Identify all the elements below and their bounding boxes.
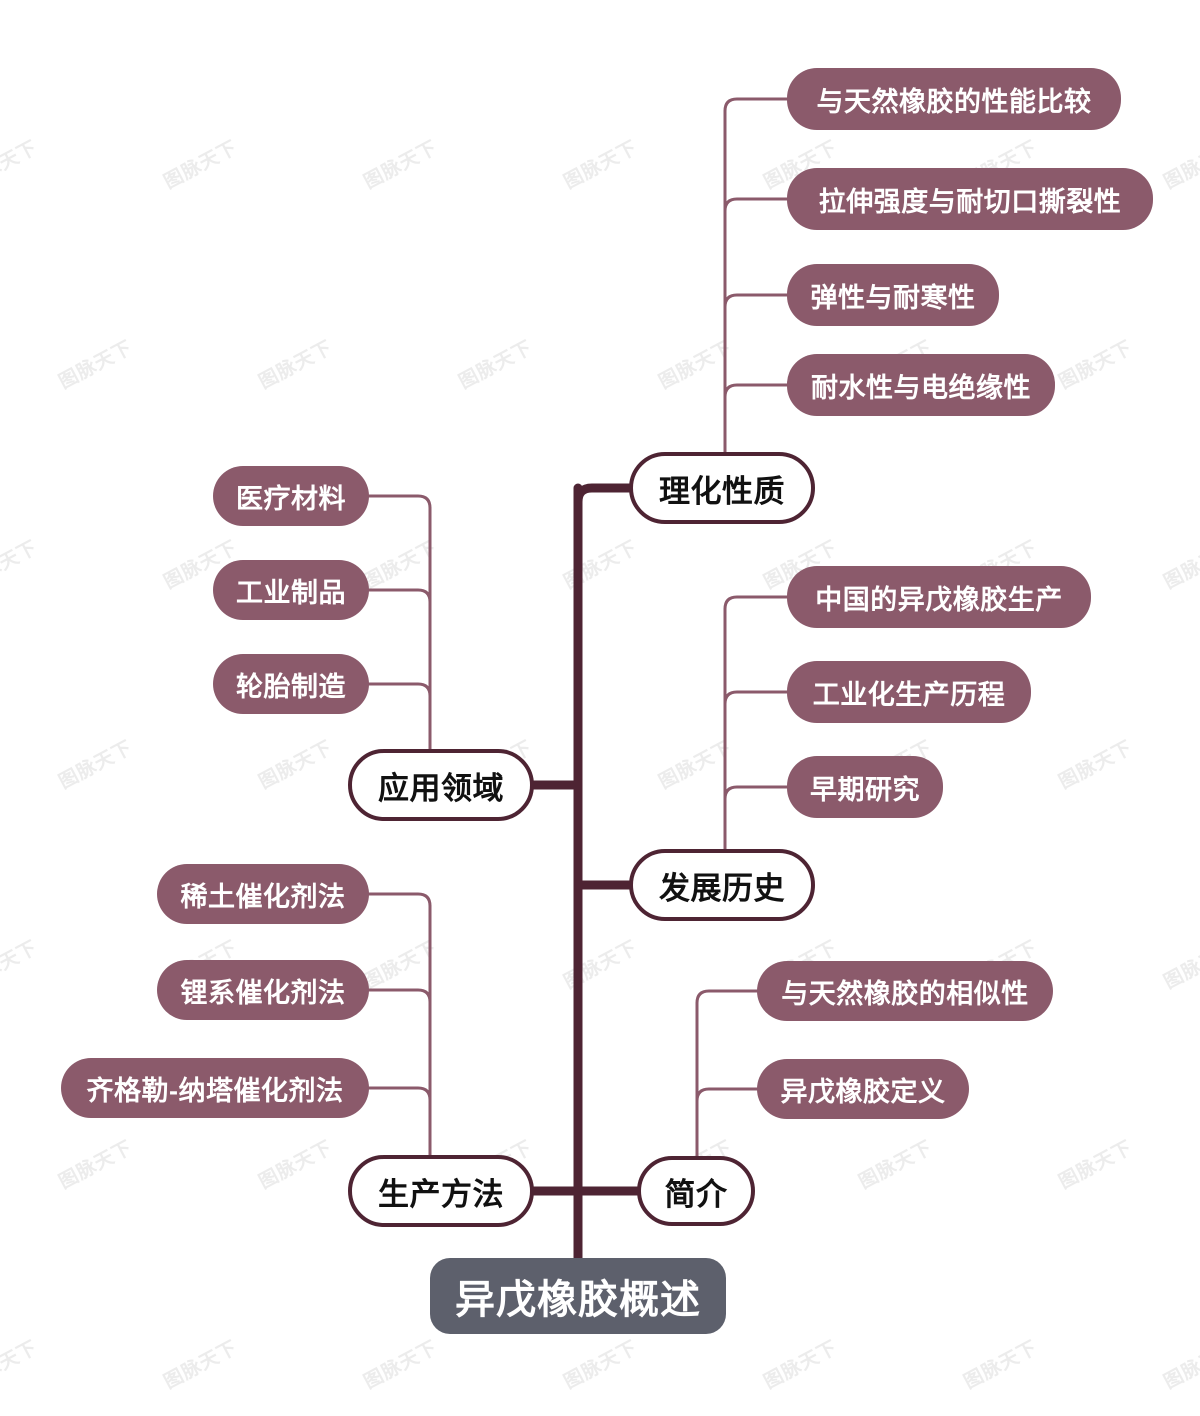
leaf-node-isoprene-rubber-production-in-china-label: 中国的异戊橡胶生产 bbox=[815, 584, 1063, 615]
leaf-node-industrial-production-process[interactable]: 工业化生产历程 bbox=[787, 661, 1031, 723]
leaf-node-industrial-production-process-label: 工业化生产历程 bbox=[812, 679, 1006, 710]
watermark-text: 图脉天下 bbox=[0, 936, 42, 994]
leaf-node-ziegler-natta-catalyst-method[interactable]: 齐格勒-纳塔催化剂法 bbox=[61, 1058, 369, 1118]
branch-node-physical-chemical-properties[interactable]: 理化性质 bbox=[629, 452, 815, 524]
leaf-node-rare-earth-catalyst-method[interactable]: 稀土催化剂法 bbox=[157, 864, 369, 924]
leaf-node-similarity-to-natural-rubber-label: 与天然橡胶的相似性 bbox=[781, 978, 1029, 1009]
watermark-text: 图脉天下 bbox=[855, 1136, 937, 1194]
watermark-text: 图脉天下 bbox=[1160, 136, 1200, 194]
branch-node-physical-chemical-properties-label: 理化性质 bbox=[659, 473, 785, 509]
watermark-text: 图脉天下 bbox=[1055, 1136, 1137, 1194]
leaf-node-elasticity-and-cold-resistance[interactable]: 弹性与耐寒性 bbox=[787, 264, 999, 326]
leaf-node-tensile-strength-and-cut-tear-resistance-label: 拉伸强度与耐切口撕裂性 bbox=[818, 186, 1122, 217]
leaf-node-lithium-catalyst-method[interactable]: 锂系催化剂法 bbox=[157, 960, 369, 1020]
leaf-node-ziegler-natta-catalyst-method-label: 齐格勒-纳塔催化剂法 bbox=[86, 1075, 344, 1106]
leaf-node-definition-of-isoprene-rubber-label: 异戊橡胶定义 bbox=[780, 1076, 946, 1107]
leaf-node-industrial-products-label: 工业制品 bbox=[236, 577, 346, 608]
branch-node-introduction-label: 简介 bbox=[664, 1176, 728, 1212]
leaf-node-tire-manufacturing[interactable]: 轮胎制造 bbox=[213, 654, 369, 714]
branch-node-production-methods-label: 生产方法 bbox=[378, 1176, 504, 1212]
watermark-text: 图脉天下 bbox=[655, 736, 737, 794]
leaf-node-tire-manufacturing-label: 轮胎制造 bbox=[236, 671, 346, 702]
watermark-text: 图脉天下 bbox=[760, 1336, 842, 1394]
leaf-node-definition-of-isoprene-rubber[interactable]: 异戊橡胶定义 bbox=[757, 1059, 969, 1119]
leaf-node-tensile-strength-and-cut-tear-resistance[interactable]: 拉伸强度与耐切口撕裂性 bbox=[787, 168, 1153, 230]
leaf-node-elasticity-and-cold-resistance-label: 弹性与耐寒性 bbox=[810, 282, 976, 313]
watermark-text: 图脉天下 bbox=[1160, 1336, 1200, 1394]
branch-node-application-fields[interactable]: 应用领域 bbox=[348, 749, 534, 821]
watermark-text: 图脉天下 bbox=[0, 1336, 42, 1394]
leaf-node-early-research-label: 早期研究 bbox=[810, 774, 920, 805]
watermark-text: 图脉天下 bbox=[360, 136, 442, 194]
watermark-text: 图脉天下 bbox=[255, 336, 337, 394]
leaf-node-water-resistance-and-electrical-insulation[interactable]: 耐水性与电绝缘性 bbox=[787, 354, 1055, 416]
branch-node-development-history-label: 发展历史 bbox=[659, 870, 785, 906]
watermark-text: 图脉天下 bbox=[360, 536, 442, 594]
watermark-text: 图脉天下 bbox=[360, 1336, 442, 1394]
watermark-text: 图脉天下 bbox=[55, 336, 137, 394]
watermark-text: 图脉天下 bbox=[560, 136, 642, 194]
root-node-label: 异戊橡胶概述 bbox=[455, 1278, 701, 1322]
branch-node-production-methods[interactable]: 生产方法 bbox=[348, 1155, 534, 1227]
watermark-text: 图脉天下 bbox=[560, 1336, 642, 1394]
leaf-node-rare-earth-catalyst-method-label: 稀土催化剂法 bbox=[180, 881, 346, 912]
watermark-text: 图脉天下 bbox=[360, 936, 442, 994]
watermark-text: 图脉天下 bbox=[1160, 936, 1200, 994]
leaf-node-industrial-products[interactable]: 工业制品 bbox=[213, 560, 369, 620]
watermark-text: 图脉天下 bbox=[560, 936, 642, 994]
watermark-text: 图脉天下 bbox=[455, 336, 537, 394]
watermark-text: 图脉天下 bbox=[55, 1136, 137, 1194]
leaf-node-comparison-with-natural-rubber-label: 与天然橡胶的性能比较 bbox=[816, 86, 1092, 117]
watermark-text: 图脉天下 bbox=[0, 536, 42, 594]
watermark-text: 图脉天下 bbox=[655, 336, 737, 394]
watermark-text: 图脉天下 bbox=[1055, 336, 1137, 394]
branch-node-introduction[interactable]: 简介 bbox=[637, 1156, 755, 1226]
root-node[interactable]: 异戊橡胶概述 bbox=[430, 1258, 726, 1334]
leaf-node-medical-materials-label: 医疗材料 bbox=[236, 483, 346, 514]
branch-node-development-history[interactable]: 发展历史 bbox=[629, 849, 815, 921]
watermark-text: 图脉天下 bbox=[255, 736, 337, 794]
watermark-text: 图脉天下 bbox=[1160, 536, 1200, 594]
watermark-text: 图脉天下 bbox=[160, 136, 242, 194]
leaf-node-isoprene-rubber-production-in-china[interactable]: 中国的异戊橡胶生产 bbox=[787, 566, 1091, 628]
watermark-text: 图脉天下 bbox=[0, 136, 42, 194]
leaf-node-water-resistance-and-electrical-insulation-label: 耐水性与电绝缘性 bbox=[811, 372, 1031, 403]
branch-node-application-fields-label: 应用领域 bbox=[378, 770, 504, 806]
watermark-text: 图脉天下 bbox=[55, 736, 137, 794]
leaf-node-lithium-catalyst-method-label: 锂系催化剂法 bbox=[180, 977, 346, 1008]
leaf-node-comparison-with-natural-rubber[interactable]: 与天然橡胶的性能比较 bbox=[787, 68, 1121, 130]
leaf-node-medical-materials[interactable]: 医疗材料 bbox=[213, 466, 369, 526]
watermark-text: 图脉天下 bbox=[960, 1336, 1042, 1394]
watermark-text: 图脉天下 bbox=[255, 1136, 337, 1194]
leaf-node-early-research[interactable]: 早期研究 bbox=[787, 756, 943, 818]
leaf-node-similarity-to-natural-rubber[interactable]: 与天然橡胶的相似性 bbox=[757, 961, 1053, 1021]
watermark-text: 图脉天下 bbox=[560, 536, 642, 594]
watermark-text: 图脉天下 bbox=[1055, 736, 1137, 794]
watermark-text: 图脉天下 bbox=[160, 1336, 242, 1394]
